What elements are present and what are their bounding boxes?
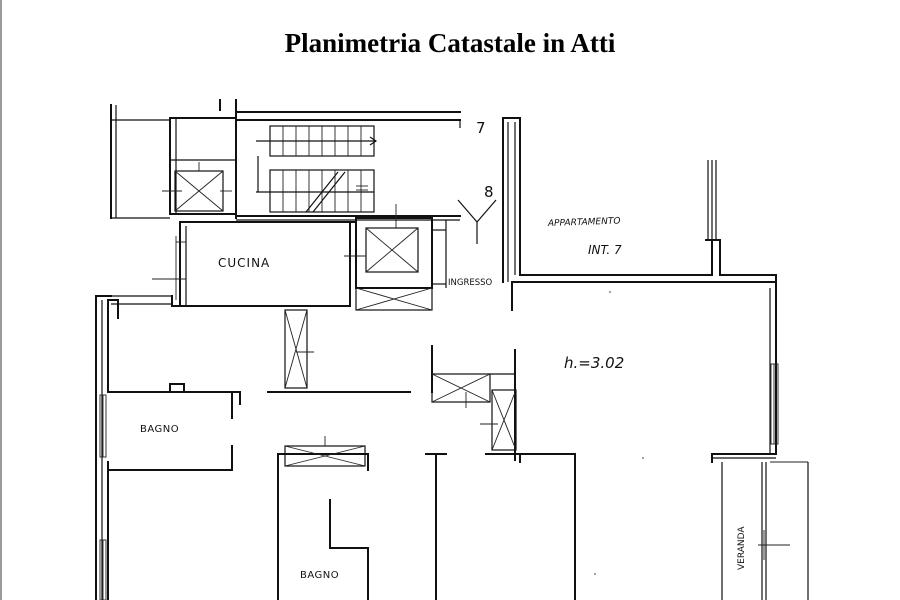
veranda-label: VERANDA <box>737 526 747 570</box>
page-title: Planimetria Catastale in Atti <box>284 28 616 58</box>
corridor-end-arrow <box>457 120 497 244</box>
apartment-unit-label: INT. 7 <box>588 243 622 257</box>
kitchen-label: CUCINA <box>218 256 270 270</box>
stair-number-top: 7 <box>476 119 486 137</box>
top-lift-shaft <box>162 117 237 215</box>
left-facade-walls <box>95 104 172 600</box>
veranda-structure <box>721 461 809 600</box>
bathroom-1-label: BAGNO <box>140 424 179 435</box>
stair-treads <box>256 125 378 213</box>
entrance-label: INGRESSO <box>448 278 493 288</box>
entrance-lift <box>344 204 447 311</box>
living-cabinets <box>431 373 517 451</box>
right-window <box>770 363 779 445</box>
stair-block-walls <box>219 99 461 221</box>
apartment-name-label: APPARTAMENTO <box>547 216 621 229</box>
bathroom-2-label: BAGNO <box>300 570 339 581</box>
ceiling-height-label: h.=3.02 <box>564 354 624 372</box>
interior-partitions <box>107 309 576 600</box>
left-windows <box>99 394 107 600</box>
apartment-int7-walls <box>502 117 777 283</box>
kitchen-walls <box>152 221 357 307</box>
living-area-walls <box>431 274 777 463</box>
scan-specks <box>594 291 644 575</box>
page-edge-line <box>0 0 2 600</box>
stair-number-mid: 8 <box>484 183 494 201</box>
